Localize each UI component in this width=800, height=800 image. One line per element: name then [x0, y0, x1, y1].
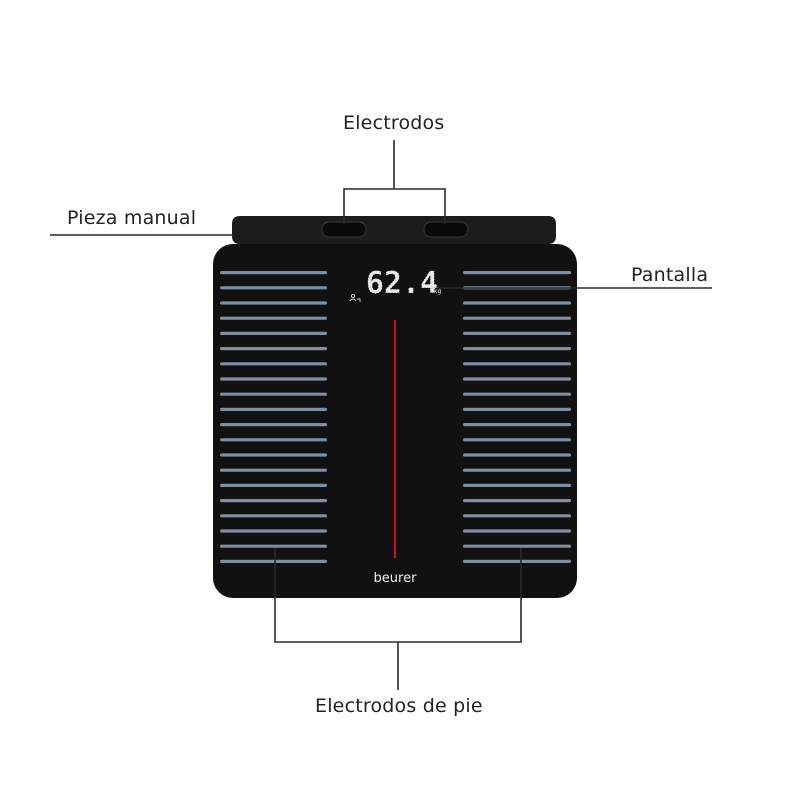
- electrode-stripe: [463, 529, 571, 533]
- label-pieza-manual: Pieza manual: [67, 207, 197, 229]
- electrode-stripe: [463, 377, 571, 381]
- electrode-stripe: [463, 514, 571, 518]
- electrode-stripe: [463, 316, 571, 320]
- electrode-stripe: [463, 362, 571, 366]
- electrode-stripe: [463, 453, 571, 457]
- electrode-stripe: [220, 407, 327, 411]
- electrode-stripe: [463, 407, 571, 411]
- electrode-stripe: [220, 271, 327, 275]
- display-reading: 62.4: [366, 266, 438, 301]
- person-icon: [349, 293, 361, 302]
- electrode-stripe: [463, 331, 571, 335]
- electrode-stripe: [220, 392, 327, 396]
- electrode-stripe: [220, 423, 327, 427]
- foot-electrode-left: [220, 271, 327, 563]
- electrode-stripe: [220, 514, 327, 518]
- electrode-stripe: [220, 286, 327, 290]
- hand-electrode-left: [321, 221, 367, 238]
- electrode-stripe: [463, 301, 571, 305]
- leader-electrodos-bracket: [343, 188, 446, 224]
- electrode-stripe: [220, 377, 327, 381]
- electrode-stripe: [463, 544, 571, 548]
- foot-electrode-right: [463, 271, 571, 563]
- electrode-stripe: [220, 529, 327, 533]
- label-pantalla: Pantalla: [631, 264, 709, 286]
- electrode-stripe: [463, 438, 571, 442]
- electrode-stripe: [220, 347, 327, 351]
- electrode-stripe: [220, 316, 327, 320]
- electrode-stripe: [220, 331, 327, 335]
- label-electrodos: Electrodos: [343, 112, 445, 134]
- electrode-stripe: [463, 271, 571, 275]
- electrode-stripe: [220, 499, 327, 503]
- electrode-stripe: [220, 362, 327, 366]
- handle-bar: [232, 216, 556, 244]
- label-electrodos-de-pie: Electrodos de pie: [315, 695, 483, 717]
- electrode-stripe: [220, 544, 327, 548]
- electrode-stripe: [220, 438, 327, 442]
- display-unit: kg: [434, 288, 441, 295]
- electrode-stripe: [463, 423, 571, 427]
- electrode-stripe: [463, 392, 571, 396]
- electrode-stripe: [463, 468, 571, 472]
- electrode-stripe: [220, 483, 327, 487]
- electrode-stripe: [463, 499, 571, 503]
- electrode-stripe: [220, 559, 327, 563]
- brand-logo: beurer: [374, 571, 418, 586]
- electrode-stripe: [220, 301, 327, 305]
- electrode-stripe: [220, 468, 327, 472]
- hand-electrode-right: [423, 221, 469, 238]
- electrode-stripe: [463, 559, 571, 563]
- electrode-stripe: [220, 453, 327, 457]
- electrode-stripe: [463, 347, 571, 351]
- electrode-stripe: [463, 483, 571, 487]
